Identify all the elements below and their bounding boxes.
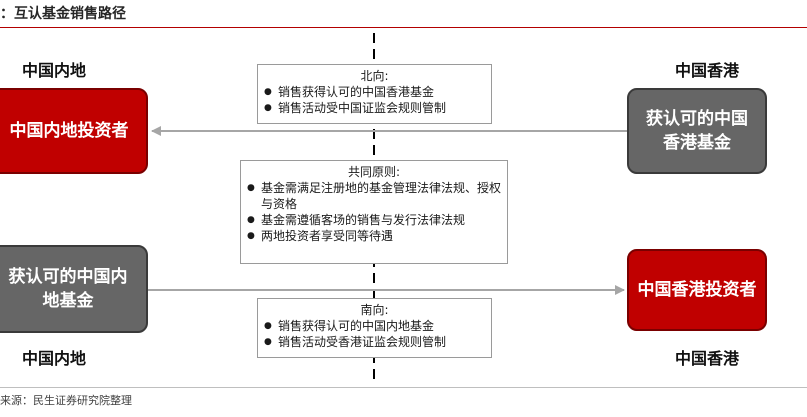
hk-fund-box: 获认可的中国香港基金 xyxy=(627,88,767,174)
mainland-investors-box: 中国内地投资者 xyxy=(0,88,148,174)
common-principles-note: 共同原则: 基金需满足注册地的基金管理法律法规、授权与资格 基金需遵循客场的销售… xyxy=(240,160,508,264)
figure-title: ：互认基金销售路径 xyxy=(0,6,126,22)
region-label-bottom-right: 中国香港 xyxy=(675,349,740,368)
footer-divider xyxy=(0,387,807,388)
hk-fund-label: 获认可的中国香港基金 xyxy=(646,109,748,153)
title-divider xyxy=(0,27,807,28)
region-label-top-right: 中国香港 xyxy=(675,61,740,80)
region-label-bottom-left: 中国内地 xyxy=(22,349,87,368)
southbound-heading: 南向: xyxy=(360,303,389,317)
common-principles-item: 两地投资者享受同等待遇 xyxy=(247,228,501,244)
common-principles-item: 基金需满足注册地的基金管理法律法规、授权与资格 xyxy=(247,180,501,212)
hk-investors-box: 中国香港投资者 xyxy=(627,249,767,331)
common-principles-heading: 共同原则: xyxy=(347,165,401,179)
mainland-investors-label: 中国内地投资者 xyxy=(9,121,129,141)
region-label-top-left: 中国内地 xyxy=(22,61,87,80)
northbound-heading: 北向: xyxy=(360,69,389,83)
northbound-note: 北向: 销售获得认可的中国香港基金 销售活动受中国证监会规则管制 xyxy=(257,64,492,124)
hk-investors-label: 中国香港投资者 xyxy=(637,280,757,300)
southbound-note: 南向: 销售获得认可的中国内地基金 销售活动受香港证监会规则管制 xyxy=(257,298,492,358)
southbound-item: 销售获得认可的中国内地基金 xyxy=(264,318,485,334)
common-principles-item: 基金需遵循客场的销售与发行法律法规 xyxy=(247,212,501,228)
mainland-fund-box: 获认可的中国内地基金 xyxy=(0,245,148,333)
northbound-item: 销售获得认可的中国香港基金 xyxy=(264,84,485,100)
source-note: 来源：民生证券研究院整理 xyxy=(0,394,132,407)
southbound-item: 销售活动受香港证监会规则管制 xyxy=(264,334,485,350)
mainland-fund-label: 获认可的中国内地基金 xyxy=(8,267,128,311)
northbound-item: 销售活动受中国证监会规则管制 xyxy=(264,100,485,116)
